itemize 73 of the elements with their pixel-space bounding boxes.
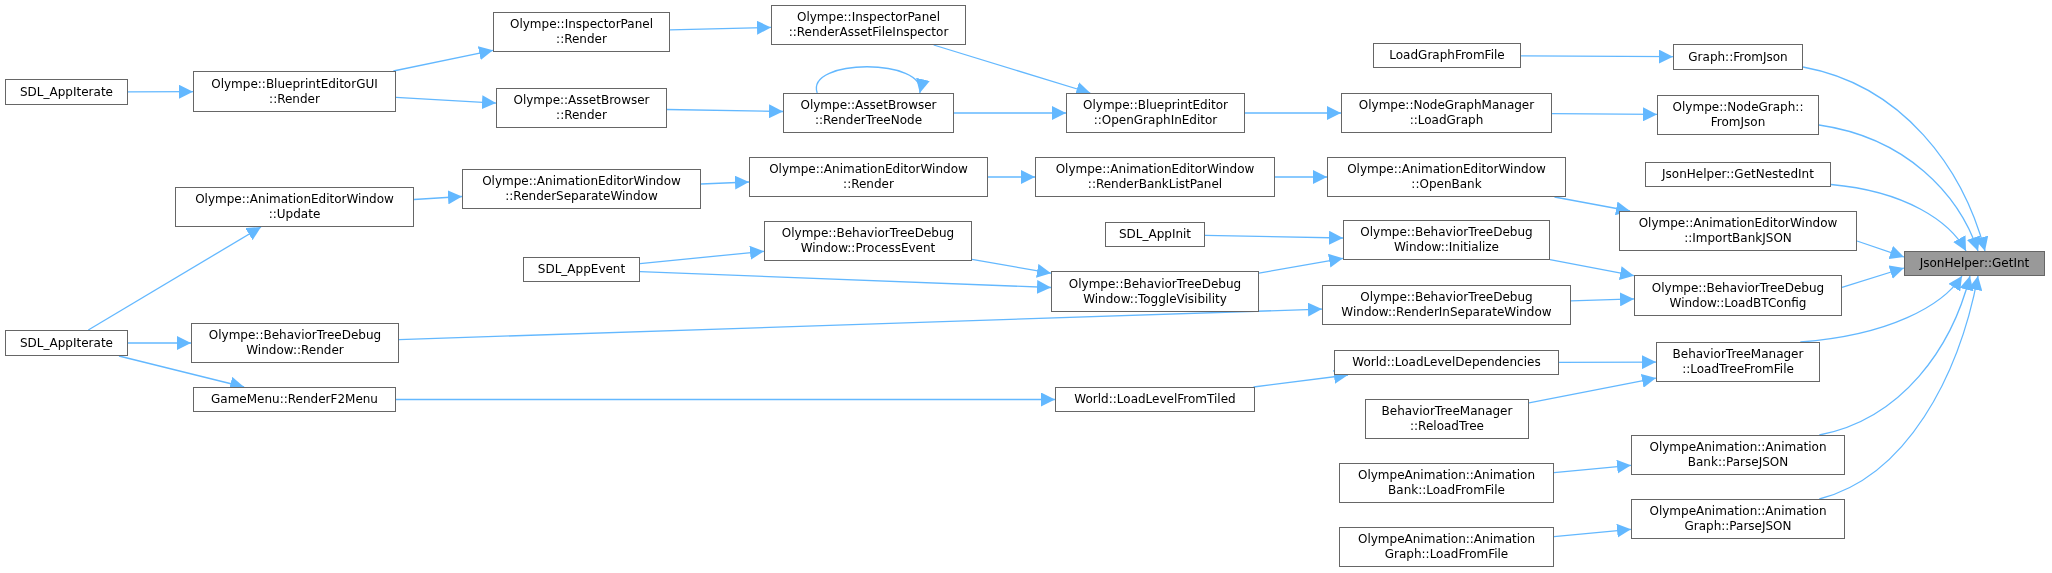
call-arrow [1553, 459, 1632, 474]
highlighted-function-box: JsonHelper::GetInt [1904, 251, 2045, 276]
call-arrow [1551, 107, 1658, 122]
call-arrow [1856, 240, 1905, 260]
function-box: BehaviorTreeManager ::LoadTreeFromFile [1656, 342, 1820, 382]
function-box: Olympe::BehaviorTreeDebug Window::RenderInSeparateWindow [1322, 285, 1571, 325]
function-box: World::LoadLevelFromTiled [1055, 387, 1255, 412]
function-box: OlympeAnimation::Animation Bank::LoadFromFile [1339, 463, 1554, 503]
function-box: BehaviorTreeManager ::ReloadTree [1365, 399, 1529, 439]
call-arrow [1553, 523, 1632, 538]
call-arrow [1830, 183, 1967, 252]
call-arrow [1841, 265, 1905, 288]
call-arrow [395, 392, 1056, 407]
function-box: OlympeAnimation::Animation Graph::LoadFromFile [1339, 527, 1554, 567]
function-box: Olympe::AssetBrowser ::RenderTreeNode [783, 93, 954, 133]
function-box: OlympeAnimation::Animation Bank::ParseJSON [1631, 435, 1845, 475]
function-box: Olympe::InspectorPanel ::RenderAssetFileInspector [771, 5, 966, 45]
function-box: Olympe::AnimationEditorWindow ::RenderSeparateWindow [462, 169, 701, 209]
function-box: Olympe::BlueprintEditor ::OpenGraphInEditor [1066, 93, 1245, 133]
call-arrow [971, 258, 1052, 278]
function-box: World::LoadLevelDependencies [1334, 350, 1559, 375]
call-arrow [1528, 373, 1657, 404]
function-box: LoadGraphFromFile [1373, 43, 1521, 68]
function-box: SDL_AppInit [1105, 222, 1205, 247]
function-box: Olympe::AnimationEditorWindow ::Render [749, 157, 988, 197]
call-arrow [87, 226, 262, 331]
function-box: Olympe::NodeGraph:: FromJson [1657, 95, 1819, 135]
function-box: Olympe::BehaviorTreeDebug Window::ToggleVisibility [1051, 271, 1259, 312]
call-arrow [1818, 124, 1980, 252]
function-box: JsonHelper::GetNestedInt [1645, 162, 1831, 187]
call-arrow [1553, 196, 1631, 216]
call-arrow [1802, 66, 1988, 252]
function-box: SDL_AppIterate [5, 79, 128, 105]
call-arrow [666, 104, 784, 119]
call-arrow [700, 175, 750, 190]
function-box: Olympe::BehaviorTreeDebug Window::Render [191, 323, 399, 363]
call-arrow [1258, 253, 1344, 274]
call-arrow [1549, 259, 1635, 280]
call-arrow [1204, 230, 1344, 245]
call-arrow [639, 271, 1052, 294]
function-box: Graph::FromJson [1673, 44, 1803, 70]
call-arrow [127, 336, 192, 350]
call-arrow [1818, 275, 1982, 500]
call-arrow [1818, 275, 1973, 436]
function-box: Olympe::NodeGraphManager ::LoadGraph [1341, 93, 1552, 133]
function-box: Olympe::AnimationEditorWindow ::OpenBank [1327, 157, 1566, 197]
call-arrow [1570, 292, 1635, 307]
call-arrow [392, 46, 494, 72]
function-box: GameMenu::RenderF2Menu [193, 387, 396, 412]
function-box: Olympe::BehaviorTreeDebug Window::LoadBTConfig [1634, 275, 1842, 316]
function-box: Olympe::AssetBrowser ::Render [496, 88, 667, 128]
call-arrow [953, 106, 1067, 120]
call-arrow [398, 302, 1323, 341]
function-box: Olympe::BehaviorTreeDebug Window::ProcessEvent [764, 221, 972, 261]
call-arrow [669, 20, 772, 35]
function-box: Olympe::BehaviorTreeDebug Window::Initialize [1343, 220, 1550, 260]
call-arrow [1520, 49, 1674, 64]
call-arrow [395, 95, 497, 110]
call-arrow [1244, 106, 1342, 120]
function-box: SDL_AppEvent [523, 257, 640, 282]
function-box: SDL_AppIterate [5, 330, 128, 356]
call-arrow [413, 190, 463, 205]
function-box: OlympeAnimation::Animation Graph::ParseJSON [1631, 499, 1845, 539]
function-box: Olympe::AnimationEditorWindow ::ImportBankJSON [1619, 211, 1857, 251]
call-arrow [1558, 355, 1657, 370]
function-box: Olympe::AnimationEditorWindow ::Update [175, 187, 414, 227]
function-box: Olympe::AnimationEditorWindow ::RenderBankListPanel [1035, 157, 1275, 197]
call-arrow [1274, 170, 1328, 184]
function-box: Olympe::BlueprintEditorGUI ::Render [193, 71, 396, 112]
call-arrow [639, 245, 765, 265]
function-box: Olympe::InspectorPanel ::Render [493, 12, 670, 52]
call-arrow [127, 84, 194, 99]
call-arrow [987, 170, 1036, 184]
